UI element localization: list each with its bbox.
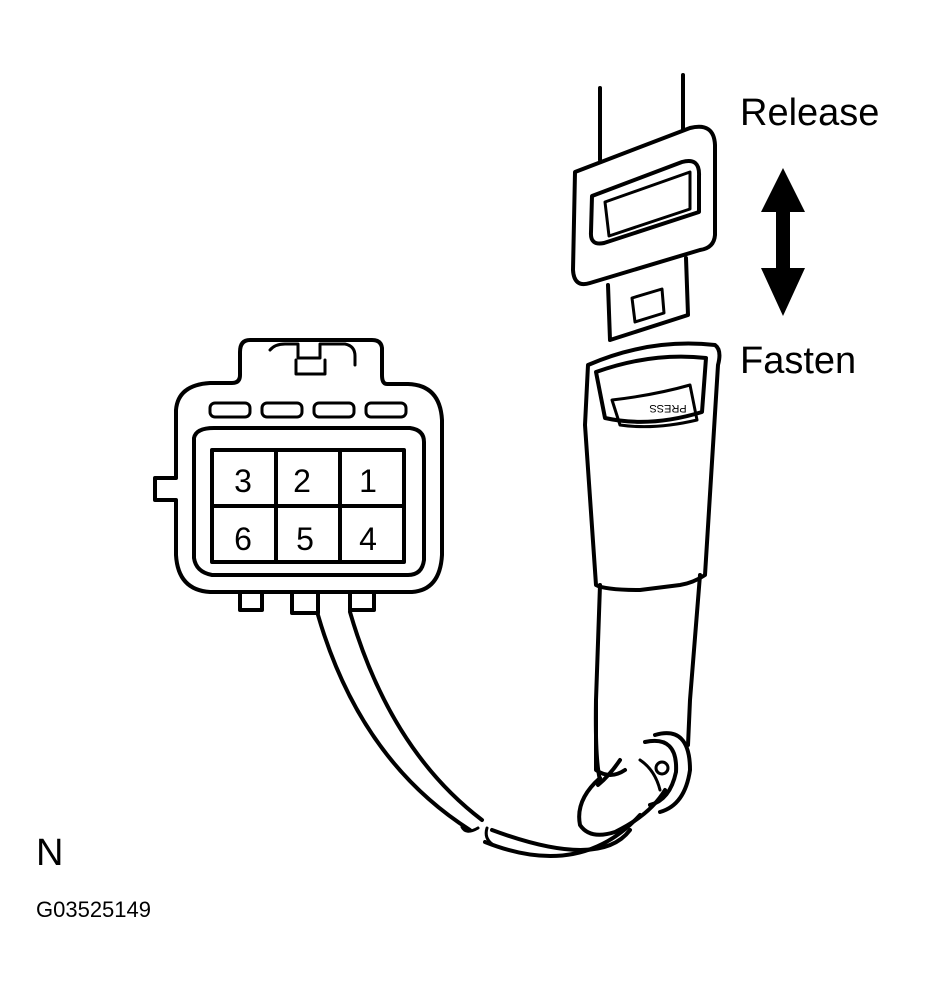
belt-webbing	[598, 73, 685, 162]
pin-1: 1	[359, 463, 377, 499]
pin-4: 4	[359, 521, 377, 557]
wire-harness	[316, 610, 642, 859]
connector-housing	[153, 338, 444, 615]
buckle-strap-loop	[577, 731, 692, 837]
figure-code: G03525149	[36, 897, 151, 922]
view-letter: N	[36, 832, 64, 874]
fasten-label: Fasten	[740, 340, 857, 382]
release-label: Release	[740, 92, 880, 134]
buckle-press-stamp: PRESS	[649, 402, 686, 414]
pin-grid	[210, 448, 406, 564]
buckle-body: PRESS	[583, 341, 722, 782]
tongue-plate	[571, 124, 717, 342]
pin-5: 5	[296, 521, 314, 557]
release-fasten-arrow	[761, 168, 805, 316]
pin-6: 6	[234, 521, 252, 557]
pin-2: 2	[293, 463, 311, 499]
pin-3: 3	[234, 463, 252, 499]
